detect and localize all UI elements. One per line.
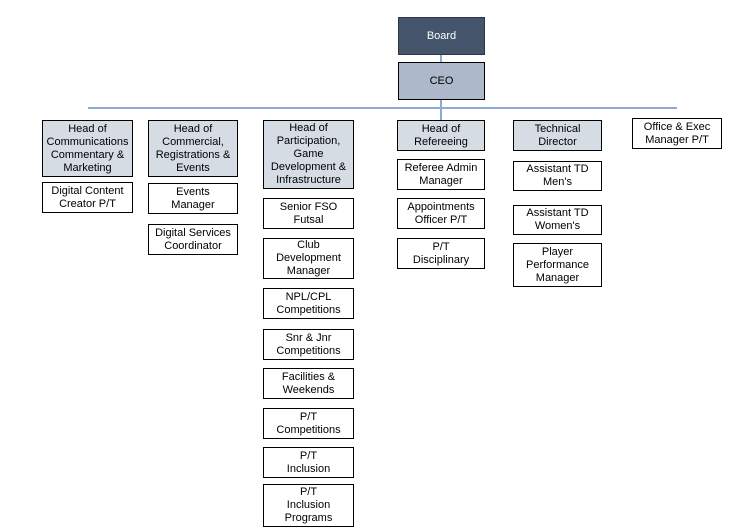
board-box: Board — [398, 17, 485, 55]
head-of-commercial-box: Head of Commercial, Registrations & Even… — [148, 120, 238, 177]
digital-services-coordinator-box: Digital Services Coordinator — [148, 224, 238, 255]
senior-fso-futsal-box: Senior FSO Futsal — [263, 198, 354, 229]
technical-director-box: Technical Director — [513, 120, 602, 151]
appointments-officer-box: Appointments Officer P/T — [397, 198, 485, 229]
horizontal-rail-line — [88, 107, 677, 109]
pt-inclusion-box: P/T Inclusion — [263, 447, 354, 478]
club-development-manager-box: Club Development Manager — [263, 238, 354, 279]
pt-competitions-box: P/T Competitions — [263, 408, 354, 439]
board-ceo-connector-line — [440, 55, 442, 63]
ceo-box: CEO — [398, 62, 485, 100]
events-manager-box: Events Manager — [148, 183, 238, 214]
office-exec-manager-box: Office & Exec Manager P/T — [632, 118, 722, 149]
ceo-drop-connector-line — [440, 100, 442, 120]
pt-disciplinary-box: P/T Disciplinary — [397, 238, 485, 269]
assistant-td-mens-box: Assistant TD Men's — [513, 161, 602, 191]
npl-cpl-competitions-box: NPL/CPL Competitions — [263, 288, 354, 319]
head-of-refereeing-box: Head of Refereeing — [397, 120, 485, 151]
head-of-communications-box: Head of Communications Commentary & Mark… — [42, 120, 133, 177]
referee-admin-manager-box: Referee Admin Manager — [397, 159, 485, 190]
player-performance-manager-box: Player Performance Manager — [513, 243, 602, 287]
digital-content-creator-box: Digital Content Creator P/T — [42, 182, 133, 213]
assistant-td-womens-box: Assistant TD Women's — [513, 205, 602, 235]
facilities-weekends-box: Facilities & Weekends — [263, 368, 354, 399]
head-of-participation-box: Head of Participation, Game Development … — [263, 120, 354, 189]
pt-inclusion-programs-box: P/T Inclusion Programs — [263, 484, 354, 527]
snr-jnr-competitions-box: Snr & Jnr Competitions — [263, 329, 354, 360]
